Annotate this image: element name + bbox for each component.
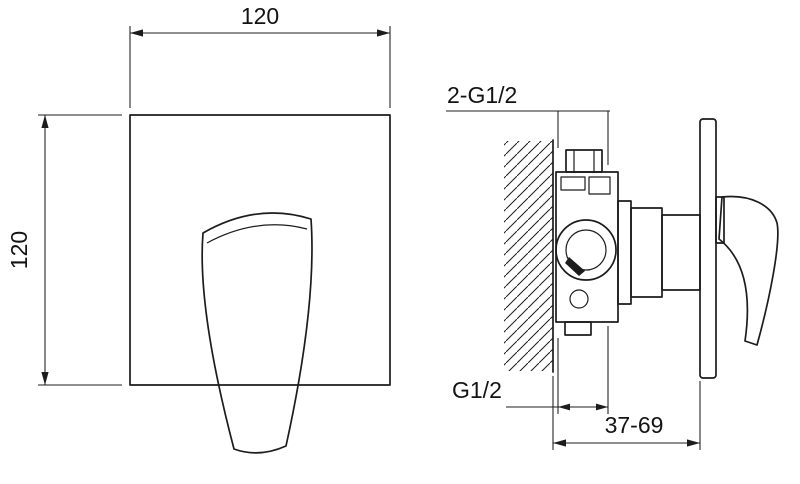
arrowhead-right — [687, 439, 700, 447]
side-handle — [718, 195, 779, 346]
inlet-nut — [565, 149, 603, 173]
inlet-size-label: 2-G1/2 — [447, 82, 517, 108]
side-view: 2-G1/2 G — [446, 82, 779, 450]
front-height-dimension: 120 — [6, 114, 122, 386]
arrowhead-bottom — [41, 372, 49, 385]
outlet-size-label: G1/2 — [452, 377, 502, 403]
front-height-label: 120 — [6, 231, 32, 269]
body-detail-block — [560, 176, 586, 191]
front-view: 120 120 — [6, 3, 391, 454]
outlet-port-circle — [569, 289, 589, 309]
body-detail-block — [588, 176, 611, 195]
outlet-stub — [564, 321, 592, 336]
outlet-callout: G1/2 — [452, 326, 609, 414]
depth-dimension: 37-69 — [552, 376, 701, 450]
arrowhead-left — [558, 403, 570, 411]
arrowhead-left — [553, 439, 566, 447]
arrowhead-left — [130, 29, 143, 37]
cartridge-outer-circle — [555, 219, 617, 281]
valve-assembly — [555, 118, 779, 379]
arrowhead-top — [41, 115, 49, 128]
housing-flange — [617, 200, 632, 305]
inlet-callout: 2-G1/2 — [446, 82, 610, 165]
handle-hub — [715, 196, 725, 244]
wall-section — [504, 139, 554, 373]
wall-hatching — [504, 141, 553, 371]
front-plate — [129, 114, 391, 386]
front-width-label: 120 — [241, 3, 279, 29]
escutcheon-plate — [699, 118, 717, 379]
housing-mid — [630, 207, 663, 298]
cartridge-wedge — [565, 257, 585, 276]
cartridge-inner-circle — [565, 229, 607, 271]
front-handle-crease — [206, 224, 308, 244]
housing-front — [661, 214, 701, 291]
arrowhead-right — [377, 29, 390, 37]
front-handle — [201, 212, 313, 454]
front-width-dimension: 120 — [129, 3, 391, 108]
arrowhead-right — [596, 403, 608, 411]
depth-range-label: 37-69 — [605, 412, 664, 438]
